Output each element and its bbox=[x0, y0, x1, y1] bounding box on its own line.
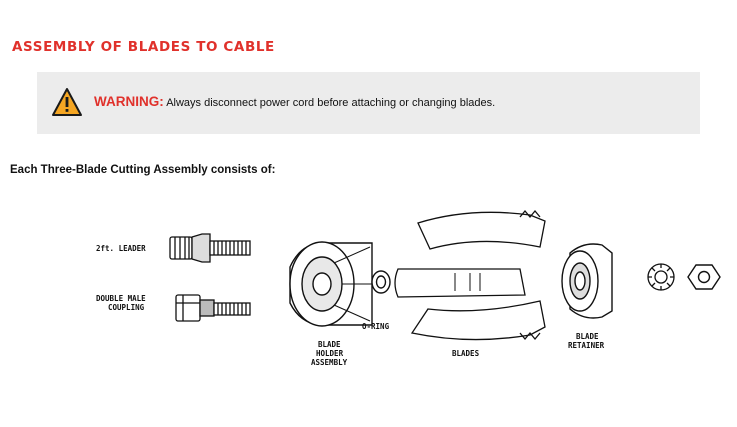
lock-washer-part bbox=[647, 263, 675, 291]
o-ring-part bbox=[371, 270, 391, 294]
warning-box: WARNING: Always disconnect power cord be… bbox=[37, 72, 700, 134]
leader-label: 2ft. LEADER bbox=[96, 244, 146, 253]
blades-part bbox=[394, 209, 546, 341]
assembly-subheading: Each Three-Blade Cutting Assembly consis… bbox=[10, 164, 276, 176]
warning-label: WARNING: bbox=[94, 94, 164, 109]
holder-label-2: HOLDER bbox=[316, 349, 344, 358]
holder-label-3: ASSEMBLY bbox=[311, 358, 348, 367]
coupling-label-2: COUPLING bbox=[108, 303, 145, 312]
blades-label: BLADES bbox=[452, 349, 480, 358]
warning-text: WARNING: Always disconnect power cord be… bbox=[94, 94, 495, 109]
warning-triangle-icon bbox=[52, 88, 82, 116]
coupling-label-1: DOUBLE MALE bbox=[96, 294, 146, 303]
leader-part bbox=[169, 233, 251, 263]
warning-message: Always disconnect power cord before atta… bbox=[166, 97, 496, 109]
retainer-label-1: BLADE bbox=[576, 332, 599, 341]
blade-holder-part bbox=[289, 241, 373, 327]
holder-label-1: BLADE bbox=[318, 340, 341, 349]
coupling-part bbox=[175, 294, 251, 322]
page-title: ASSEMBLY OF BLADES TO CABLE bbox=[12, 39, 275, 55]
hex-nut-part bbox=[687, 264, 721, 290]
o-ring-label: O-RING bbox=[362, 322, 390, 331]
blade-assembly-diagram: 2ft. LEADER DOUBLE MALE COUPLING O-RING … bbox=[96, 209, 721, 367]
blade-retainer-part bbox=[561, 243, 613, 319]
retainer-label-2: RETAINER bbox=[568, 341, 605, 350]
